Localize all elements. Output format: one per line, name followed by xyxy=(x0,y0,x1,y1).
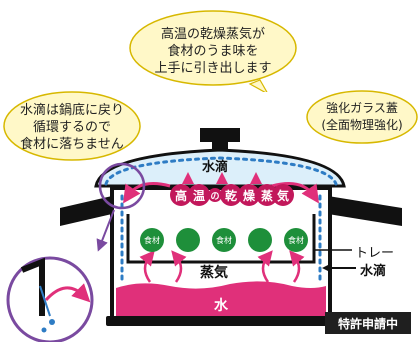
glass-lid xyxy=(94,148,346,188)
water-area xyxy=(116,281,326,316)
steam-char: 気 xyxy=(276,188,289,203)
steam-circle: 温 xyxy=(188,184,210,206)
steam-label: 蒸気 xyxy=(200,265,228,281)
callout-left: 水滴は鍋底に戻り 循環するので 食材に落ちません xyxy=(2,90,142,164)
lid-water-drops-label: 水滴 xyxy=(202,160,229,175)
left-handle xyxy=(60,196,112,226)
steam-circle-small: の xyxy=(208,188,222,202)
ingredient-circle-plain xyxy=(176,228,200,252)
callout-left-text: 水滴は鍋底に戻り 循環するので 食材に落ちません xyxy=(20,102,124,153)
steam-circle: 気 xyxy=(272,184,294,206)
steam-arrow-3 xyxy=(257,250,273,283)
ingredient-label: 食材 xyxy=(288,235,304,245)
zoom-circle-small xyxy=(98,162,146,210)
lid-drops-line xyxy=(104,156,338,186)
water-label: 水 xyxy=(214,298,228,314)
callout-left-shape xyxy=(3,91,141,161)
zoom-link-arrow xyxy=(96,209,115,252)
lid-knob xyxy=(200,128,240,150)
tray xyxy=(126,214,316,264)
steam-char: 燥 xyxy=(242,188,255,203)
ingredient-circle-plain xyxy=(248,228,272,252)
callout-right: 強化ガラス蓋 (全面物理強化) xyxy=(306,90,418,144)
steam-arrow-4 xyxy=(289,250,305,283)
steam-char: 乾 xyxy=(224,188,237,203)
ingredient-label: 食材 xyxy=(144,235,160,245)
steam-char: 温 xyxy=(192,188,205,203)
tray-label: トレー xyxy=(355,246,395,261)
steam-char: 蒸 xyxy=(260,188,273,203)
steam-circle: 高 xyxy=(170,184,192,206)
steam-circle: 乾 xyxy=(220,184,242,206)
callout-left-line: 食材に落ちません xyxy=(20,136,124,152)
callout-top-line: 食材のうま味を xyxy=(167,43,259,59)
ingredient-label: 食材 xyxy=(216,235,232,245)
ingredient-circle: 食材 xyxy=(140,228,164,252)
ingredient-circle: 食材 xyxy=(212,228,236,252)
steam-arrow-2 xyxy=(171,250,187,283)
callout-right-text: 強化ガラス蓋 (全面物理強化) xyxy=(321,100,402,134)
zoom-detail xyxy=(6,256,94,342)
callout-left-line: 循環するので xyxy=(32,119,111,135)
callout-right-line: 強化ガラス蓋 xyxy=(326,101,398,115)
callout-right-shape xyxy=(306,90,418,144)
callout-left-line: 水滴は鍋底に戻り xyxy=(19,102,124,118)
pot-base xyxy=(106,316,336,326)
side-water-drops-label: 水滴 xyxy=(360,264,387,279)
callout-top-line: 高温の乾燥蒸気が xyxy=(160,26,265,42)
ingredients-row: 食材 食材 食材 xyxy=(140,228,310,254)
steam-circle: 燥 xyxy=(238,184,260,206)
water-drops-arrow-head xyxy=(322,264,330,272)
patent-badge: 特許申請中 xyxy=(325,312,411,334)
callout-top-text: 高温の乾燥蒸気が 食材のうま味を 上手に引き出します xyxy=(154,26,271,77)
steam-char: 高 xyxy=(174,188,187,203)
callout-top-line: 上手に引き出します xyxy=(154,60,272,76)
steam-char: の xyxy=(210,191,220,202)
steam-arrow-1 xyxy=(139,250,155,283)
right-handle xyxy=(328,196,402,226)
ingredient-circle: 食材 xyxy=(284,228,308,252)
callout-right-line: (全面物理強化) xyxy=(321,118,403,132)
callout-top: 高温の乾燥蒸気が 食材のうま味を 上手に引き出します xyxy=(128,10,298,92)
steam-chain: 高 温 の 乾 燥 蒸 気 xyxy=(170,184,294,208)
callout-top-shape xyxy=(129,10,297,92)
